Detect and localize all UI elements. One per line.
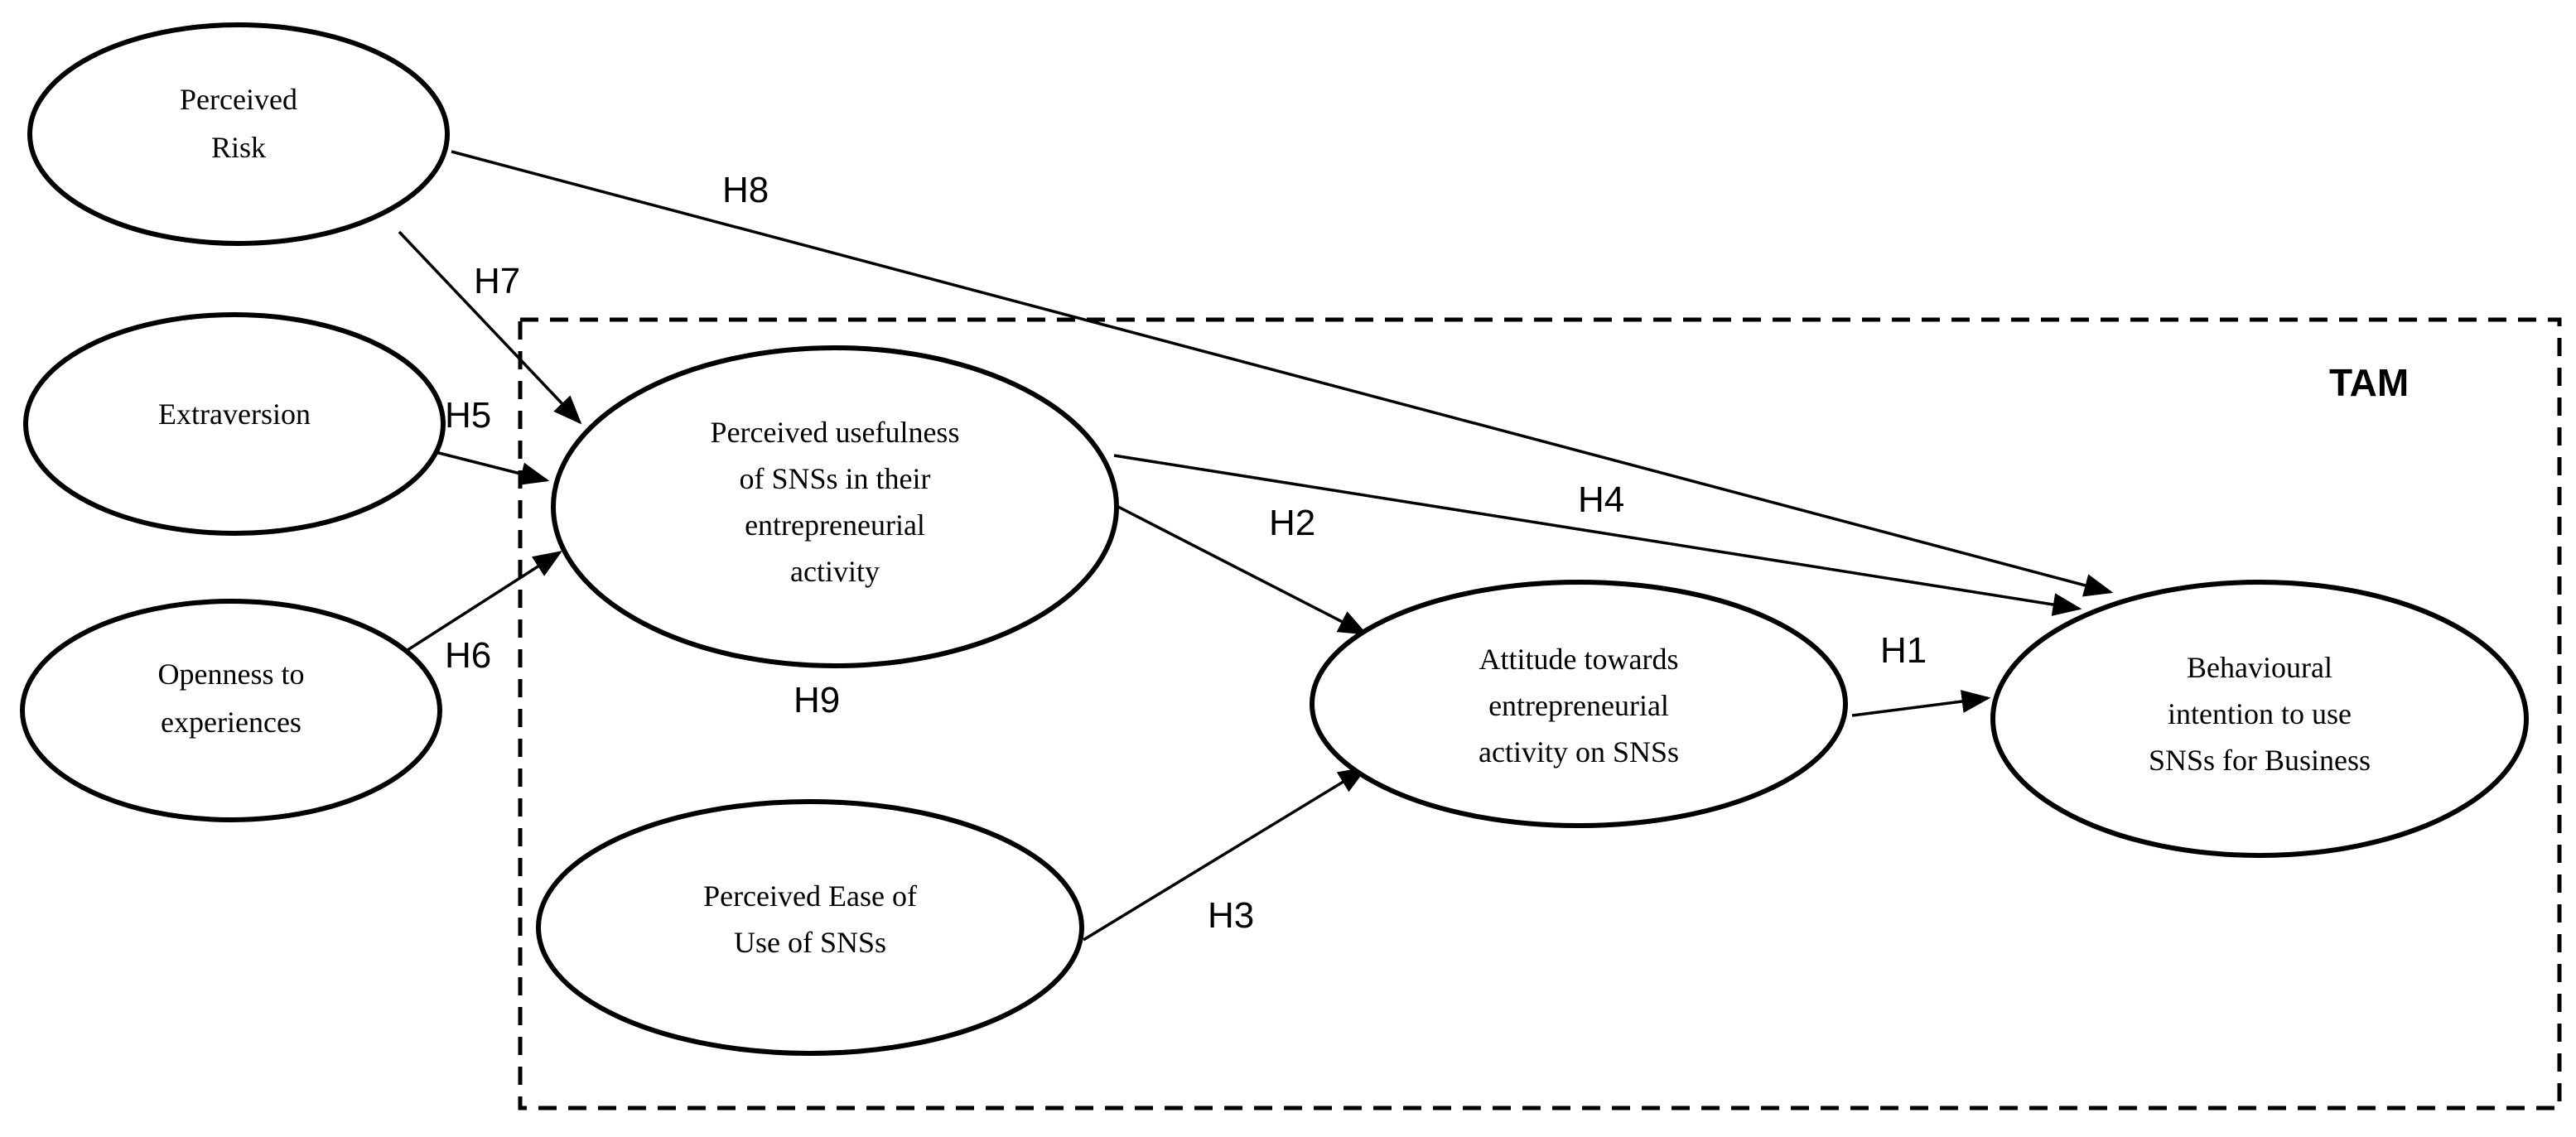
- tam-boundary: [518, 317, 2562, 1111]
- hypothesis-label-h3: H3: [1208, 895, 1254, 936]
- node-extraversion: Extraversion: [23, 312, 446, 536]
- node-perceived-usefulness-line-2: of SNSs in their: [739, 462, 930, 495]
- edge-h1-attitude-to-intention: [1851, 690, 1991, 717]
- node-behavioural-intention: Behavioural intention to use SNSs for Bu…: [1990, 580, 2529, 858]
- node-perceived-risk-line-1: Perceived: [180, 83, 297, 116]
- node-perceived-ease-of-use: Perceived Ease of Use of SNSs: [536, 799, 1084, 1056]
- hypothesis-label-h7: H7: [474, 261, 520, 301]
- node-perceived-ease-of-use-line-2: Use of SNSs: [734, 926, 886, 959]
- edge-h6-openness-to-usefulness: [407, 551, 562, 652]
- tam-label: TAM: [2329, 361, 2409, 404]
- edge-h3-ease-to-attitude: [1083, 767, 1368, 942]
- node-perceived-usefulness-line-1: Perceived usefulness: [711, 416, 960, 449]
- node-attitude-line-1: Attitude towards: [1479, 643, 1679, 676]
- node-attitude: Attitude towards entrepreneurial activit…: [1310, 580, 1848, 828]
- edge-h8-risk-to-intention: [451, 150, 2114, 597]
- node-behavioural-intention-line-3: SNSs for Business: [2149, 744, 2371, 777]
- node-perceived-usefulness-line-4: activity: [790, 555, 880, 588]
- hypothesis-label-h5: H5: [445, 395, 491, 436]
- node-perceived-risk: Perceived Risk: [27, 22, 450, 246]
- hypothesis-label-h8: H8: [722, 170, 769, 210]
- node-perceived-usefulness-line-3: entrepreneurial: [745, 508, 925, 542]
- edge-h5-extraversion-to-usefulness: [432, 450, 550, 485]
- node-openness-line-2: experiences: [161, 706, 301, 739]
- edge-h7-risk-to-usefulness: [398, 230, 582, 425]
- node-behavioural-intention-line-1: Behavioural: [2187, 651, 2332, 684]
- hypothesis-label-h1: H1: [1880, 630, 1927, 671]
- node-behavioural-intention-line-2: intention to use: [2168, 697, 2352, 730]
- hypothesis-label-h6: H6: [445, 635, 491, 676]
- edge-h2-usefulness-to-attitude: [1117, 505, 1368, 635]
- hypothesis-label-h9: H9: [794, 680, 840, 720]
- node-openness-line-1: Openness to: [158, 658, 305, 691]
- node-perceived-ease-of-use-line-1: Perceived Ease of: [703, 879, 917, 913]
- node-attitude-line-2: entrepreneurial: [1488, 689, 1669, 722]
- edge-h4-usefulness-to-intention: [1113, 454, 2082, 616]
- node-perceived-risk-line-2: Risk: [211, 131, 266, 164]
- node-attitude-line-3: activity on SNSs: [1479, 735, 1679, 768]
- node-perceived-usefulness: Perceived usefulness of SNSs in their en…: [551, 345, 1119, 668]
- node-openness: Openness to experiences: [20, 599, 442, 822]
- hypothesis-label-h4: H4: [1578, 479, 1624, 520]
- node-extraversion-line-1: Extraversion: [158, 397, 311, 431]
- hypothesis-label-h2: H2: [1269, 503, 1315, 543]
